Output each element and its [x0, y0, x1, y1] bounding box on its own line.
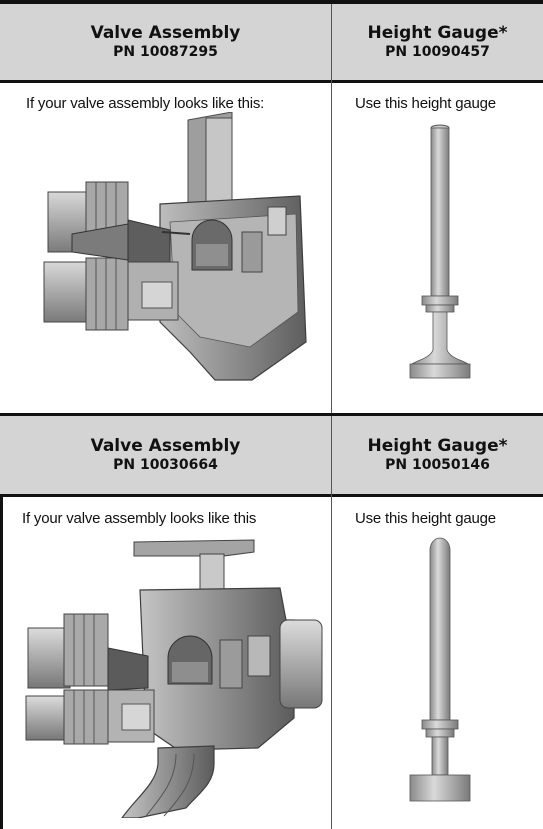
height-gauge-drawing-1 [409, 124, 471, 379]
valve-assembly-pn-2: PN 10030664 [113, 457, 218, 473]
height-gauge-title-2: Height Gauge* [367, 436, 508, 456]
height-gauge-title-1: Height Gauge* [367, 23, 508, 43]
valve-assembly-header-1: Valve Assembly PN 10087295 [0, 4, 331, 80]
gauge-caption-1: Use this height gauge [355, 95, 496, 112]
header-divider-2 [0, 494, 543, 497]
valve-assembly-pn-1: PN 10087295 [113, 44, 218, 60]
column-separator-1 [331, 4, 332, 413]
row-divider [0, 413, 543, 416]
height-gauge-pn-1: PN 10090457 [385, 44, 490, 60]
table-top-border [0, 0, 543, 4]
valve-assembly-title-1: Valve Assembly [90, 23, 241, 43]
height-gauge-drawing-2 [409, 537, 471, 802]
height-gauge-header-2: Height Gauge* PN 10050146 [332, 416, 543, 494]
valve-assembly-drawing-2 [25, 539, 323, 818]
left-edge-bar [0, 497, 3, 829]
gauge-caption-2: Use this height gauge [355, 510, 496, 527]
column-separator-2 [331, 416, 332, 829]
valve-caption-1: If your valve assembly looks like this: [26, 95, 265, 112]
height-gauge-header-1: Height Gauge* PN 10090457 [332, 4, 543, 80]
valve-assembly-title-2: Valve Assembly [90, 436, 241, 456]
valve-assembly-drawing-1 [43, 112, 307, 381]
valve-assembly-header-2: Valve Assembly PN 10030664 [0, 416, 331, 494]
valve-caption-2: If your valve assembly looks like this [22, 510, 257, 527]
header-divider-1 [0, 80, 543, 83]
height-gauge-pn-2: PN 10050146 [385, 457, 490, 473]
